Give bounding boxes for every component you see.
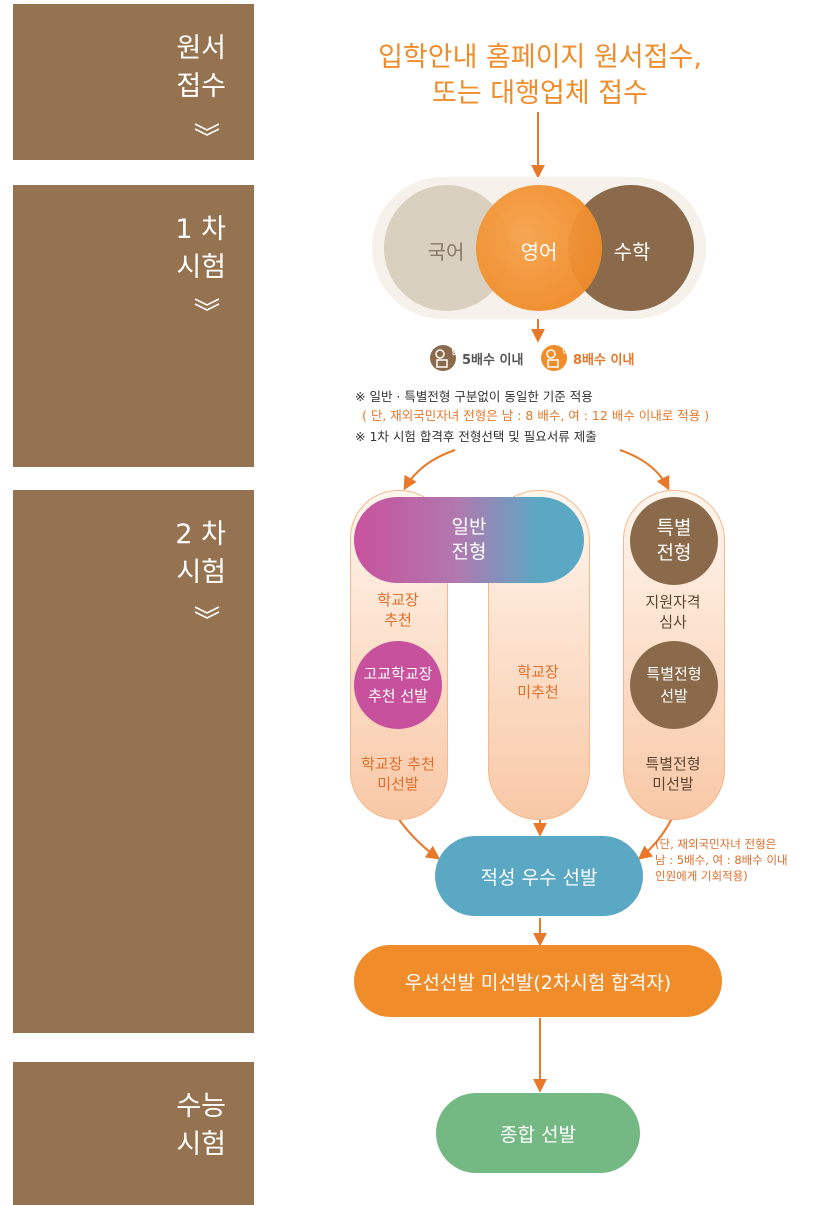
female-quota-text: 8배수 이내 (573, 352, 635, 368)
stage-label: 2 차 시험 (175, 519, 226, 588)
non-priority-pool-pill: 우선선발 미선발(2차시험 합격자) (354, 945, 722, 1017)
female-quota: 여 8배수 이내 (541, 345, 634, 371)
chevron-down-icon (194, 606, 220, 619)
subject-english: 영어 (520, 240, 558, 264)
female-symbol: 여 (562, 348, 569, 356)
male-quota: 남 5배수 이내 (430, 345, 523, 371)
male-symbol: 남 (451, 348, 458, 356)
chevron-down-icon (194, 298, 220, 311)
stage-application: 원서 접수 (13, 4, 254, 160)
stage-label: 1 차 시험 (175, 214, 226, 283)
recommended-not-selected-label: 학교장 추천 미선발 (361, 755, 435, 793)
stage-second-exam: 2 차 시험 (13, 490, 254, 1033)
eligibility-review-label: 지원자격 심사 (645, 593, 701, 631)
principal-not-recommended-label: 학교장 미추천 (517, 663, 559, 701)
female-student-icon: 여 (541, 345, 569, 371)
stage-first-exam: 1 차 시험 (13, 185, 254, 467)
stage-suneung: 수능 시험 (13, 1062, 254, 1205)
special-selection-circle: 특별전형 선발 (630, 641, 718, 729)
application-headline: 입학안내 홈페이지 원서접수, 또는 대행업체 접수 (378, 42, 702, 109)
subject-math: 수학 (613, 240, 651, 264)
comprehensive-selection-pill: 종합 선발 (436, 1093, 640, 1173)
aptitude-selection-pill: 적성 우수 선발 (435, 836, 643, 916)
note-document-submission: ※ 1차 시험 합격후 전형선택 및 필요서류 제출 (355, 429, 597, 444)
general-track-pill: 일반 전형 (354, 497, 584, 583)
male-quota-text: 5배수 이내 (462, 352, 524, 368)
special-not-selected-label: 특별전형 미선발 (645, 755, 701, 793)
chevron-down-icon (194, 123, 220, 136)
stage-label: 원서 접수 (176, 33, 226, 102)
stage-label: 수능 시험 (176, 1091, 226, 1160)
note-overseas-exception: ( 단, 재외국민자녀 전형은 남 : 8 배수, 여 : 12 배수 이내로 … (362, 408, 710, 423)
venn-english-circle (476, 185, 602, 311)
principal-recommended-selection-circle: 고교학교장 추천 선발 (354, 641, 442, 729)
principal-recommended-label: 학교장 추천 (377, 591, 419, 629)
male-student-icon: 남 (430, 345, 458, 371)
subject-korean: 국어 (427, 240, 465, 264)
special-track-circle: 특별 전형 (630, 497, 718, 585)
aptitude-overseas-note: (단, 재외국민자녀 전형은 남 : 5배수, 여 : 8배수 이내 인원에게 … (655, 837, 788, 883)
note-common-criteria: ※ 일반 · 특별전형 구분없이 동일한 기준 적용 (355, 389, 593, 404)
